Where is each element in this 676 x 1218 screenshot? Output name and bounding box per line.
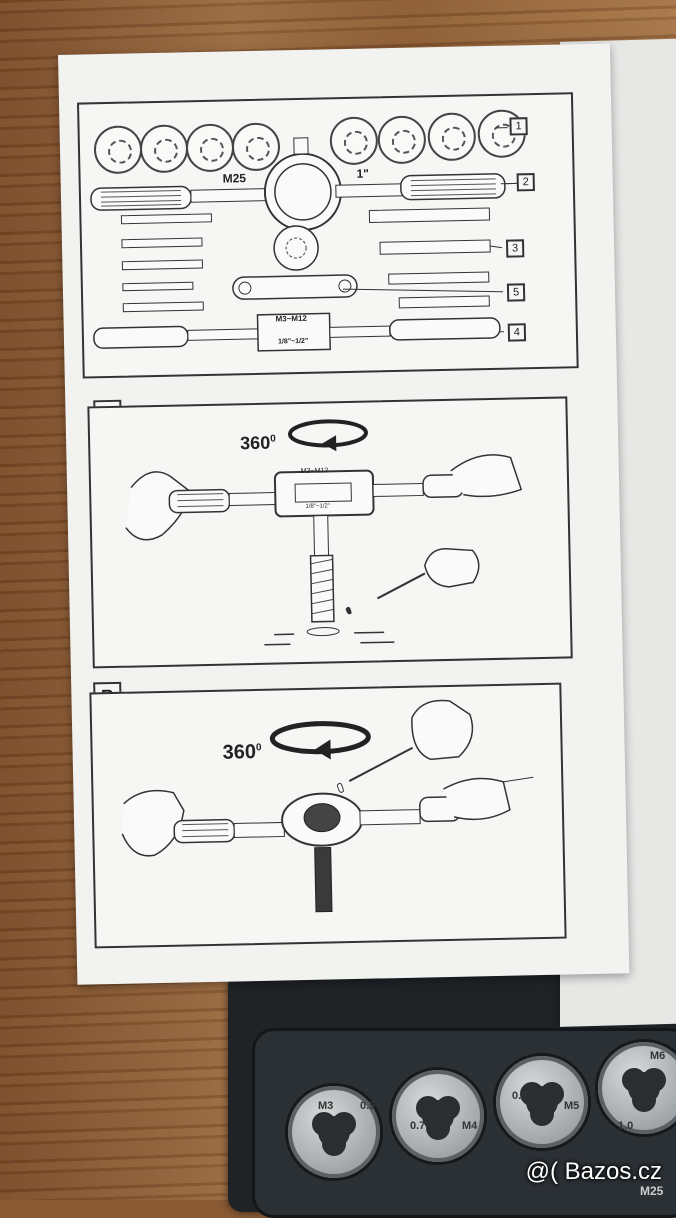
case-die-m5-pitch: 0.8 bbox=[512, 1090, 527, 1102]
step-b-panel: 3600 bbox=[89, 683, 566, 949]
step-a-wrench-size: 1/8"~1/2" bbox=[305, 503, 330, 510]
tap-wrench-size-label: 1/8"~1/2" bbox=[278, 338, 308, 346]
instruction-manual-page: 1 2 3 5 4 M25 1" M3~M12 1/8"~1/2" A 3600 bbox=[58, 43, 629, 984]
case-die-m4 bbox=[392, 1070, 484, 1162]
case-die-m3-pitch: 0.5 bbox=[360, 1100, 375, 1112]
case-die-m4-pitch: 0.7 bbox=[410, 1120, 425, 1132]
case-die-m3-label: M3 bbox=[318, 1100, 333, 1112]
parts-overview-panel: 1 2 3 5 4 M25 1" M3~M12 1/8"~1/2" bbox=[77, 92, 579, 378]
callout-2: 2 bbox=[517, 173, 535, 191]
die-stock-inch-label: 1" bbox=[356, 167, 369, 181]
step-a-illustration bbox=[89, 398, 570, 666]
case-die-m6-label: M6 bbox=[650, 1050, 665, 1062]
case-die-m4-label: M4 bbox=[462, 1120, 477, 1132]
case-edge-label: M25 bbox=[640, 1184, 663, 1198]
callout-1: 1 bbox=[509, 117, 527, 135]
parts-drawing bbox=[79, 94, 577, 376]
bazos-watermark: @( Bazos.cz bbox=[526, 1158, 662, 1186]
step-b-illustration bbox=[91, 685, 564, 947]
callout-4: 4 bbox=[508, 323, 526, 341]
case-die-m5-label: M5 bbox=[564, 1100, 579, 1112]
case-die-m6-pitch: 1.0 bbox=[618, 1120, 633, 1132]
step-a-wrench-range: M3~M12 bbox=[301, 467, 329, 475]
die-stock-size-label: M25 bbox=[222, 171, 246, 185]
step-a-panel: 3600 bbox=[87, 396, 572, 668]
callout-5: 5 bbox=[507, 283, 525, 301]
callout-3: 3 bbox=[506, 239, 524, 257]
tap-wrench-range-label: M3~M12 bbox=[275, 314, 307, 324]
